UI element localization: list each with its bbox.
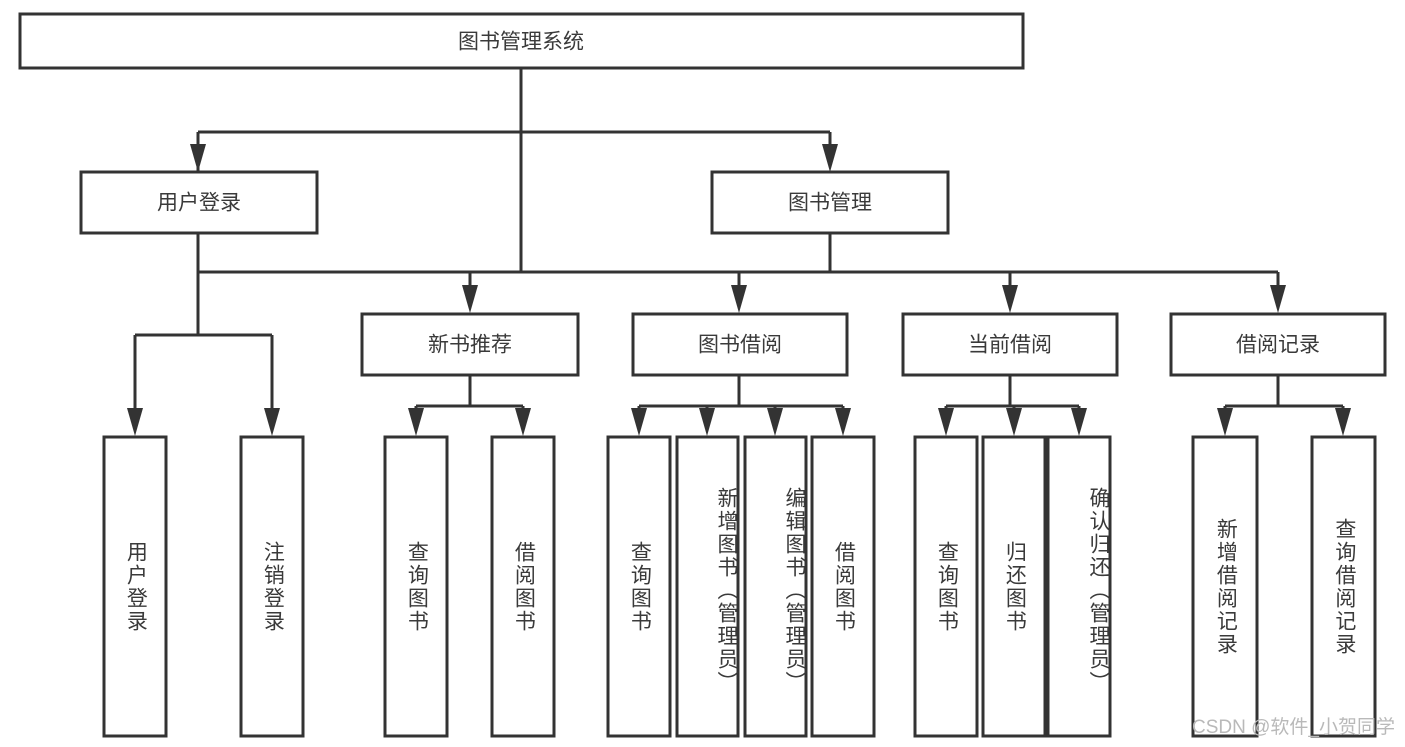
node-label-root: 图书管理系统 bbox=[458, 31, 584, 54]
node-box-leaf-query-record[interactable] bbox=[1310, 435, 1377, 738]
node-box-borrow-record[interactable] bbox=[1169, 312, 1387, 377]
connector-group-currentborrow-children bbox=[938, 375, 1087, 436]
arrow-current-borrow bbox=[1002, 285, 1018, 313]
connector-group-borrowrecord-children bbox=[1217, 375, 1351, 436]
node-label-current-borrow: 当前借阅 bbox=[968, 334, 1052, 357]
connector-group-bookborrow-children bbox=[631, 375, 851, 436]
node-box-book-management[interactable] bbox=[710, 170, 950, 235]
node-label-book-management: 图书管理 bbox=[788, 192, 872, 215]
node-box-leaf-query-book-1[interactable] bbox=[383, 435, 449, 738]
node-box-root[interactable] bbox=[18, 12, 1025, 70]
connector-group-newbook-children bbox=[408, 375, 531, 436]
arrow-leaf-confirm-return bbox=[1071, 408, 1087, 436]
arrow-leaf-query-record bbox=[1335, 408, 1351, 436]
node-label-borrow-record: 借阅记录 bbox=[1236, 334, 1320, 357]
connector-group-bookmgmt-children bbox=[462, 233, 1286, 313]
node-box-leaf-add-record[interactable] bbox=[1191, 435, 1259, 738]
arrow-leaf-query-book-1 bbox=[408, 408, 424, 436]
node-box-leaf-borrow-book-1[interactable] bbox=[490, 435, 556, 738]
arrow-leaf-query-book-3 bbox=[938, 408, 954, 436]
node-label-user-login: 用户登录 bbox=[157, 192, 241, 215]
node-box-leaf-confirm-return[interactable] bbox=[1046, 435, 1112, 738]
node-box-leaf-logout[interactable] bbox=[239, 435, 305, 738]
arrow-userlogin bbox=[190, 144, 206, 172]
node-box-current-borrow[interactable] bbox=[901, 312, 1119, 377]
node-box-leaf-user-login[interactable] bbox=[102, 435, 168, 738]
arrow-leaf-add-book bbox=[699, 408, 715, 436]
arrow-book-borrow bbox=[731, 285, 747, 313]
connector-group-level2 bbox=[190, 68, 838, 172]
node-box-leaf-edit-book[interactable] bbox=[743, 435, 808, 738]
node-box-new-book-recommend[interactable] bbox=[360, 312, 580, 377]
node-label-new-book-recommend: 新书推荐 bbox=[428, 334, 512, 357]
arrow-bookmgmt bbox=[822, 144, 838, 172]
arrow-leaf-return-book bbox=[1006, 408, 1022, 436]
connector-group-root bbox=[196, 68, 830, 274]
watermark-label: CSDN @软件_小贺同学 bbox=[1192, 717, 1395, 738]
arrow-leaf-query-book-2 bbox=[631, 408, 647, 436]
node-box-leaf-query-book-3[interactable] bbox=[913, 435, 979, 738]
node-label-book-borrow: 图书借阅 bbox=[698, 334, 782, 357]
arrow-new-book-recommend bbox=[462, 285, 478, 313]
arrow-leaf-borrow-book-1 bbox=[515, 408, 531, 436]
node-box-leaf-add-book[interactable] bbox=[675, 435, 740, 738]
arrow-leaf-user-login bbox=[127, 408, 143, 436]
node-box-book-borrow[interactable] bbox=[631, 312, 849, 377]
node-box-leaf-return-book[interactable] bbox=[981, 435, 1047, 738]
arrow-leaf-edit-book bbox=[767, 408, 783, 436]
connector-group-userlogin-children bbox=[127, 233, 280, 436]
arrow-leaf-borrow-book-2 bbox=[835, 408, 851, 436]
arrow-leaf-logout bbox=[264, 408, 280, 436]
node-box-leaf-borrow-book-2[interactable] bbox=[810, 435, 876, 738]
node-box-leaf-query-book-2[interactable] bbox=[606, 435, 672, 738]
arrow-borrow-record bbox=[1270, 285, 1286, 313]
node-box-user-login[interactable] bbox=[79, 170, 319, 235]
arrow-leaf-add-record bbox=[1217, 408, 1233, 436]
